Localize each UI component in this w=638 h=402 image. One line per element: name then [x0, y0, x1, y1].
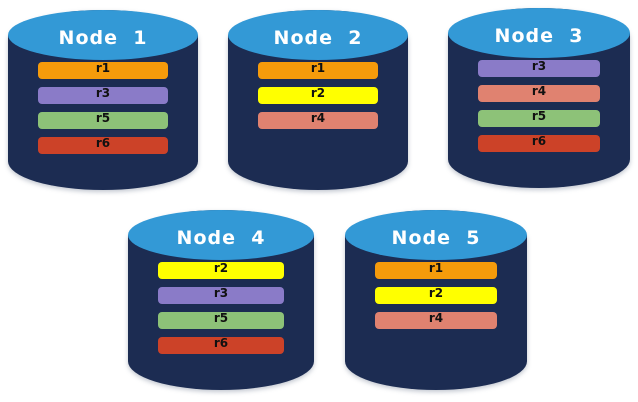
- replica-bar-r6[interactable]: r6: [38, 137, 168, 154]
- cylinder-top-cap: [128, 210, 314, 260]
- replica-label: r2: [213, 261, 229, 275]
- replica-bar-list: r1 r2 r4: [228, 62, 408, 137]
- node-cylinder-1[interactable]: Node 1 r1 r3 r5 r6: [8, 10, 198, 190]
- replica-label: r6: [531, 134, 547, 148]
- replica-bar-r6[interactable]: r6: [158, 337, 284, 354]
- replica-label: r5: [531, 109, 547, 123]
- replica-label: r4: [531, 84, 547, 98]
- replica-bar-r5[interactable]: r5: [38, 112, 168, 129]
- replica-bar-r6[interactable]: r6: [478, 135, 600, 152]
- replica-label: r5: [213, 311, 229, 325]
- replica-label: r1: [428, 261, 444, 275]
- replica-bar-r5[interactable]: r5: [158, 312, 284, 329]
- replica-bar-r3[interactable]: r3: [478, 60, 600, 77]
- replica-bar-r4[interactable]: r4: [375, 312, 497, 329]
- replica-bar-r3[interactable]: r3: [158, 287, 284, 304]
- replica-bar-r3[interactable]: r3: [38, 87, 168, 104]
- replica-bar-r4[interactable]: r4: [478, 85, 600, 102]
- replica-bar-r2[interactable]: r2: [158, 262, 284, 279]
- replica-label: r6: [213, 336, 229, 350]
- replica-bar-list: r1 r3 r5 r6: [8, 62, 198, 162]
- replica-bar-r1[interactable]: r1: [38, 62, 168, 79]
- replica-bar-list: r2 r3 r5 r6: [128, 262, 314, 362]
- replica-bar-r4[interactable]: r4: [258, 112, 378, 129]
- node-title: Node 2: [273, 27, 363, 49]
- node-cylinder-5[interactable]: Node 5 r1 r2 r4: [345, 210, 527, 390]
- replica-label: r4: [428, 311, 444, 325]
- replica-bar-r5[interactable]: r5: [478, 110, 600, 127]
- replica-label: r2: [310, 86, 326, 100]
- cylinder-top-cap: [228, 10, 408, 60]
- replica-label: r3: [531, 59, 547, 73]
- replica-label: r1: [310, 61, 326, 75]
- node-cylinder-4[interactable]: Node 4 r2 r3 r5 r6: [128, 210, 314, 390]
- cylinder-top-cap: [448, 8, 630, 58]
- cylinder-top-cap: [8, 10, 198, 60]
- replica-label: r6: [95, 136, 111, 150]
- node-cylinder-2[interactable]: Node 2 r1 r2 r4: [228, 10, 408, 190]
- replica-label: r5: [95, 111, 111, 125]
- node-title: Node 5: [391, 227, 481, 249]
- replica-bar-r2[interactable]: r2: [375, 287, 497, 304]
- replica-bar-list: r1 r2 r4: [345, 262, 527, 337]
- replica-label: r3: [213, 286, 229, 300]
- replica-label: r4: [310, 111, 326, 125]
- replica-label: r2: [428, 286, 444, 300]
- replica-bar-list: r3 r4 r5 r6: [448, 60, 630, 160]
- replica-bar-r2[interactable]: r2: [258, 87, 378, 104]
- replica-bar-r1[interactable]: r1: [258, 62, 378, 79]
- replica-label: r3: [95, 86, 111, 100]
- cylinder-top-cap: [345, 210, 527, 260]
- node-cylinder-3[interactable]: Node 3 r3 r4 r5 r6: [448, 8, 630, 188]
- node-title: Node 4: [176, 227, 266, 249]
- replica-bar-r1[interactable]: r1: [375, 262, 497, 279]
- node-title: Node 1: [58, 27, 148, 49]
- node-title: Node 3: [494, 25, 584, 47]
- replica-label: r1: [95, 61, 111, 75]
